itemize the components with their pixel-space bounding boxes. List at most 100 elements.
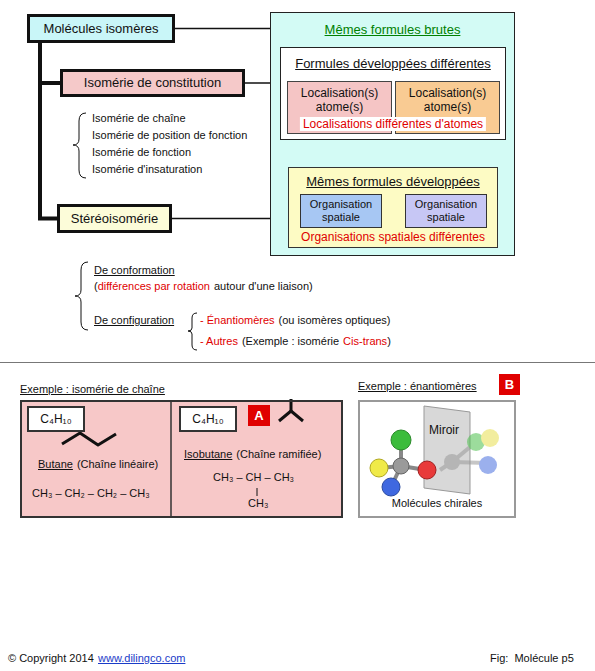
spatial-box: Organisation spatiale <box>300 194 382 228</box>
connector <box>40 43 60 83</box>
atom <box>418 461 436 479</box>
label-text: (Chaîne linéaire) <box>77 458 158 472</box>
text-row: CH₃ – CH – CH₃ <box>213 471 294 485</box>
label-text: différences par rotation <box>98 280 210 294</box>
text-row: (différences par rotation autour d'une li… <box>94 280 313 294</box>
info-panel: Mêmes formules développéesOrganisations … <box>288 167 498 248</box>
text-row: Isomérie de chaîne <box>92 112 186 126</box>
label-text: (Exemple : isomérie <box>242 335 339 349</box>
connector <box>40 43 57 219</box>
isobutane-skeleton <box>279 411 303 421</box>
bond-line <box>257 488 258 496</box>
node-text: Organisation spatiale <box>301 198 381 224</box>
node-text: Isomérie de constitution <box>84 75 221 91</box>
info-panel: Formules développées différentesLocalisa… <box>280 47 506 140</box>
example-panel: Exemple : énantiomèresMolécules chirales <box>358 400 516 518</box>
category-box: Isomérie de constitution <box>60 69 245 97</box>
formula-box: C₄H₁₀ <box>179 406 237 432</box>
text-row: Isomérie d'insaturation <box>92 163 202 177</box>
node-text: Localisation(s) atome(s) <box>288 86 391 115</box>
label-text: Isomérie d'insaturation <box>92 163 202 177</box>
label-text: CH₃ – CH – CH₃ <box>213 471 294 485</box>
text-row: De conformation <box>94 264 175 278</box>
node-text: A <box>254 408 263 424</box>
node-text: Mêmes formules brutes <box>271 22 514 38</box>
node-text: Exemple : énantiomères <box>358 380 477 393</box>
label-text: CH₃ <box>248 497 268 511</box>
text-row: - Énantiomères (ou isomères optiques) <box>200 314 390 328</box>
mirror <box>424 406 470 494</box>
label-text: Isomérie de fonction <box>92 146 191 160</box>
label-text: ( <box>94 280 98 294</box>
label-text: © Copyright 2014 <box>8 652 94 666</box>
node-note: Localisations différentes d'atomes <box>300 117 486 131</box>
label-text: - Autres <box>200 335 238 349</box>
node-text: C₄H₁₀ <box>40 412 71 426</box>
atom <box>391 430 411 450</box>
label-text: Fig: Molécule p5 <box>490 652 574 666</box>
info-panel: Mêmes formules brutesFormules développée… <box>270 12 515 256</box>
label-text: - Énantiomères <box>200 314 275 328</box>
node-text: Exemple : isomérie de chaîne <box>20 383 165 396</box>
atom <box>481 429 499 447</box>
panel-fill <box>20 400 343 518</box>
brace <box>75 262 88 330</box>
text-row: © Copyright 2014 <box>8 652 94 666</box>
label-text: Butane <box>38 458 73 472</box>
node-text: Localisation(s) atome(s) <box>396 86 499 115</box>
label-text: www.dilingco.com <box>98 652 185 666</box>
category-box: Stéréoisomérie <box>57 204 172 233</box>
atom <box>444 454 460 470</box>
node-text: C₄H₁₀ <box>192 412 223 426</box>
spatial-box: Organisation spatiale <box>405 194 487 228</box>
text-row: Isomérie de fonction <box>92 146 191 160</box>
node-text: Stéréoisomérie <box>71 211 158 227</box>
text-row: De configuration <box>94 314 174 328</box>
node-text: Molécules isomères <box>44 21 159 37</box>
label-text: De configuration <box>94 314 174 328</box>
node-note: Organisations spatiales différentes <box>301 230 485 244</box>
label-text: Miroir <box>429 423 459 438</box>
text-row: Isomérie de position de fonction <box>92 129 247 143</box>
atom <box>382 478 400 496</box>
text-row: Butane (Chaîne linéaire) <box>38 458 158 472</box>
text-row: - Autres (Exemple : isomérie Cis-trans) <box>200 335 391 349</box>
node-text: Formules développées différentes <box>281 56 505 72</box>
label-text: CH₃ – CH₂ – CH₂ – CH₃ <box>32 487 150 501</box>
node-note: Molécules chirales <box>360 497 514 510</box>
text-row: www.dilingco.com <box>98 652 185 666</box>
label-text: Isobutane <box>184 448 232 462</box>
node-text: Organisation spatiale <box>406 198 486 224</box>
text-row: Isobutane (Chaîne ramifiée) <box>184 448 321 462</box>
atom <box>393 458 409 474</box>
text-row: CH₃ <box>248 497 268 511</box>
node-text: Mêmes formules développées <box>289 174 497 190</box>
formula-box: C₄H₁₀ <box>27 406 85 432</box>
label-text: De conformation <box>94 264 175 278</box>
molecule <box>370 430 436 496</box>
panel-divider <box>170 401 172 517</box>
separator-line <box>0 362 595 363</box>
node-text: B <box>505 377 514 393</box>
brace <box>188 313 197 350</box>
atom <box>370 459 388 477</box>
label-text: Isomérie de position de fonction <box>92 129 247 143</box>
title-box: Molécules isomères <box>27 14 175 43</box>
label-text: (Chaîne ramifiée) <box>236 448 321 462</box>
text-row: CH₃ – CH₂ – CH₂ – CH₃ <box>32 487 150 501</box>
text-row: Miroir <box>429 423 459 438</box>
connector <box>175 28 270 30</box>
callout-letter: B <box>499 374 520 395</box>
label-text: Isomérie de chaîne <box>92 112 186 126</box>
brace <box>73 113 86 178</box>
atom <box>479 456 497 474</box>
callout-letter: A <box>248 405 270 426</box>
label-text: autour d'une liaison) <box>214 280 313 294</box>
butane-skeleton <box>62 433 116 445</box>
panel-fill <box>358 400 516 518</box>
label-text: ) <box>387 335 391 349</box>
label-text: (ou isomères optiques) <box>279 314 391 328</box>
label-text: Cis-trans <box>343 335 387 349</box>
text-row: Fig: Molécule p5 <box>490 652 574 666</box>
